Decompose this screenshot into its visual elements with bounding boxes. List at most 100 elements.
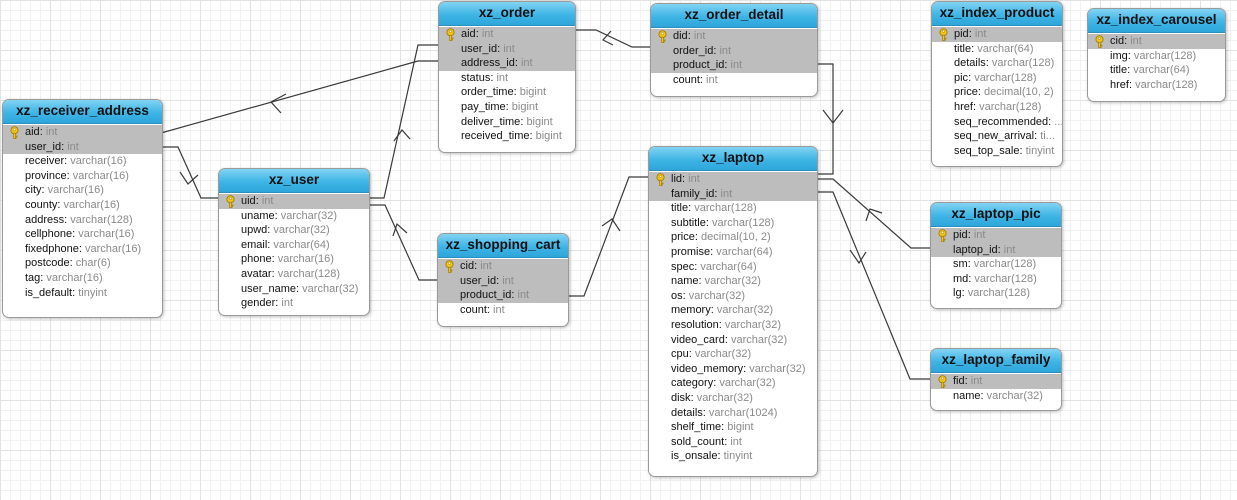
field-row[interactable]: address: varchar(128) [25, 213, 133, 226]
field-row[interactable]: did: int [651, 29, 817, 44]
field-type: int [503, 42, 515, 55]
field-row[interactable]: is_default: tinyint [25, 286, 107, 299]
field-row[interactable]: order_id: int [651, 43, 817, 59]
field-row[interactable]: details: varchar(128) [954, 57, 1055, 70]
field-type: int [517, 289, 530, 302]
field-row[interactable]: fid: int [931, 374, 1061, 389]
field-name: name [953, 389, 981, 402]
field-name: user_id [460, 274, 497, 287]
field-row[interactable]: uname: varchar(32) [241, 209, 338, 222]
field-row[interactable]: is_onsale: tinyint [671, 450, 753, 463]
field-row[interactable]: href: varchar(128) [954, 100, 1042, 113]
field-row[interactable]: resolution: varchar(32) [671, 318, 782, 331]
field-row[interactable]: product_id: int [438, 288, 568, 303]
field-row[interactable]: name: varchar(32) [671, 275, 761, 288]
field-row[interactable]: sm: varchar(128) [953, 258, 1037, 271]
field-row[interactable]: laptop_id: int [931, 242, 1061, 258]
field-row[interactable]: receiver: varchar(16) [25, 155, 127, 168]
field-row[interactable]: city: varchar(16) [25, 184, 104, 197]
field-row[interactable]: tag: varchar(16) [25, 271, 103, 284]
field-row[interactable]: pay_time: bigint [461, 100, 539, 113]
field-row[interactable]: lg: varchar(128) [953, 287, 1031, 300]
field-row[interactable]: pic: varchar(128) [954, 71, 1037, 84]
field-row[interactable]: shelf_time: bigint [671, 421, 754, 434]
field-type: int [67, 140, 79, 153]
field-row[interactable]: title: varchar(128) [671, 202, 757, 215]
field-row[interactable]: pid: int [931, 228, 1061, 243]
field-row[interactable]: video_memory: varchar(32) [671, 362, 806, 375]
field-row[interactable]: details: varchar(1024) [671, 406, 778, 419]
field-row[interactable]: price: decimal(10, 2) [954, 86, 1054, 99]
field-type: int [720, 187, 733, 200]
field-row[interactable]: province: varchar(16) [25, 169, 129, 182]
field-row[interactable]: cellphone: varchar(16) [25, 228, 135, 241]
field-row[interactable]: gender: int [241, 297, 294, 310]
field-row[interactable]: upwd: varchar(32) [241, 224, 330, 237]
field-row[interactable]: fixedphone: varchar(16) [25, 242, 142, 255]
field-row[interactable]: postcode: char(6) [25, 257, 111, 270]
field-row[interactable]: aid: int [3, 125, 162, 140]
field-row[interactable]: count: int [673, 73, 718, 86]
field-row[interactable]: phone: varchar(16) [241, 253, 334, 266]
field-row[interactable]: title: varchar(64) [1110, 64, 1190, 77]
field-row[interactable]: user_id: int [3, 139, 162, 155]
field-row[interactable]: product_id: int [651, 58, 817, 73]
field-row[interactable]: category: varchar(32) [671, 377, 776, 390]
field-row[interactable]: cpu: varchar(32) [671, 348, 752, 361]
field-row[interactable]: count: int [460, 303, 505, 316]
field-row[interactable]: status: int [461, 71, 509, 84]
field-row[interactable]: sold_count: int [671, 435, 742, 448]
field-row[interactable]: county: varchar(16) [25, 198, 120, 211]
field-row[interactable]: address_id: int [439, 56, 575, 71]
field-row[interactable]: memory: varchar(32) [671, 304, 774, 317]
crowsfoot [179, 171, 199, 185]
field-row[interactable]: disk: varchar(32) [671, 391, 753, 404]
field-row[interactable]: aid: int [439, 27, 575, 42]
field-row[interactable]: cid: int [438, 259, 568, 274]
field-row[interactable]: user_id: int [438, 273, 568, 289]
field-row[interactable]: md: varchar(128) [953, 272, 1037, 285]
field-row[interactable]: name: varchar(32) [953, 389, 1043, 402]
field-row[interactable]: subtitle: varchar(128) [671, 216, 775, 229]
field-row[interactable]: family_id: int [649, 186, 817, 202]
field-row[interactable]: uid: int [219, 194, 369, 209]
field-type: varchar(128) [974, 272, 1037, 285]
key-icon [446, 28, 455, 41]
field-row[interactable]: user_name: varchar(32) [241, 282, 359, 295]
field-row[interactable]: deliver_time: bigint [461, 115, 553, 128]
field-row[interactable]: spec: varchar(64) [671, 260, 757, 273]
field-row[interactable]: seq_top_sale: tinyint [954, 144, 1055, 157]
field-row[interactable]: promise: varchar(64) [671, 245, 773, 258]
field-row[interactable]: cid: int [1088, 34, 1225, 49]
field-row[interactable]: img: varchar(128) [1110, 49, 1197, 62]
field-name: title [671, 202, 689, 215]
field-row[interactable]: pid: int [932, 27, 1062, 42]
field-row[interactable]: lid: int [649, 172, 817, 187]
field-type: decimal(10, 2) [983, 86, 1054, 99]
field-row[interactable]: video_card: varchar(32) [671, 333, 788, 346]
field-row[interactable]: received_time: bigint [461, 130, 562, 143]
field-row[interactable]: order_time: bigint [461, 86, 546, 99]
field-row[interactable]: avatar: varchar(128) [241, 267, 341, 280]
field-row[interactable]: email: varchar(64) [241, 238, 330, 251]
field-row[interactable]: href: varchar(128) [1110, 78, 1198, 91]
field-row[interactable]: seq_recommended: ... [954, 115, 1063, 128]
field-row[interactable]: title: varchar(64) [954, 42, 1034, 55]
field-row[interactable]: user_id: int [439, 41, 575, 57]
field-row[interactable]: os: varchar(32) [671, 289, 745, 302]
field-row[interactable]: price: decimal(10, 2) [671, 231, 771, 244]
key-icon [226, 195, 235, 208]
field-row[interactable]: seq_new_arrival: ti... [954, 130, 1055, 143]
